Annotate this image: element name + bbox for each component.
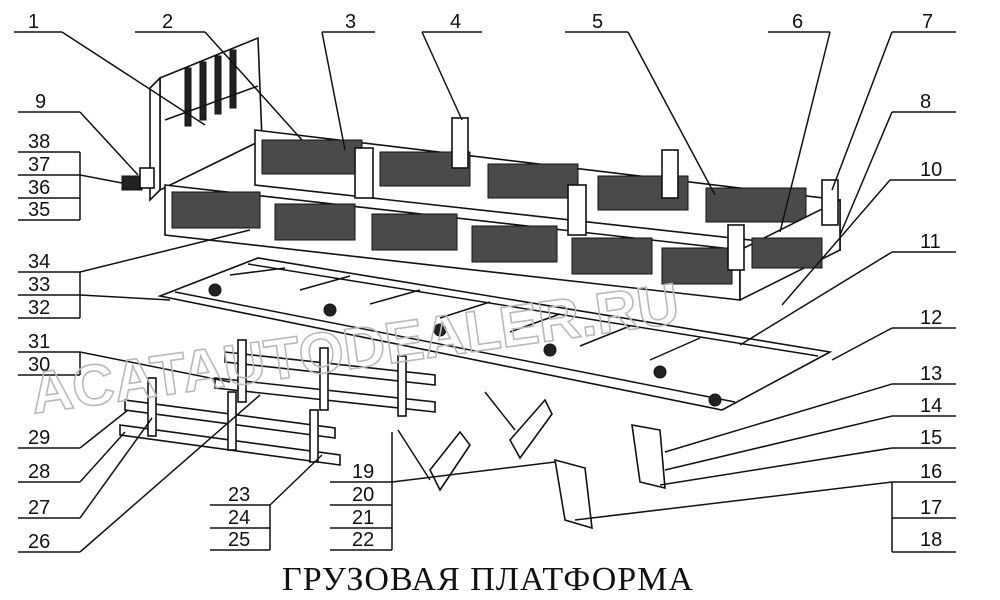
- callout-16: 16: [920, 461, 942, 483]
- callout-5: 5: [592, 11, 603, 33]
- callout-28: 28: [28, 461, 50, 483]
- callout-1: 1: [28, 11, 39, 33]
- callout-10: 10: [920, 159, 942, 181]
- callout-36: 36: [28, 177, 50, 199]
- callout-30: 30: [28, 354, 50, 376]
- callout-9: 9: [35, 91, 46, 113]
- callout-32: 32: [28, 297, 50, 319]
- callout-11: 11: [920, 231, 941, 253]
- callout-14: 14: [920, 395, 942, 417]
- callout-7: 7: [922, 11, 933, 33]
- callout-15: 15: [920, 427, 942, 449]
- callout-23: 23: [228, 484, 250, 506]
- callout-12: 12: [920, 307, 942, 329]
- callout-13: 13: [920, 363, 942, 385]
- side-board-right: [164, 184, 841, 302]
- callout-25: 25: [228, 529, 250, 551]
- callout-37: 37: [28, 154, 50, 176]
- callout-6: 6: [792, 11, 803, 33]
- callout-2: 2: [162, 11, 173, 33]
- latch-parts: [121, 167, 155, 191]
- front-board: [149, 36, 263, 202]
- callout-4: 4: [450, 11, 461, 33]
- callout-33: 33: [28, 274, 50, 296]
- callout-34: 34: [28, 251, 50, 273]
- callout-27: 27: [28, 497, 50, 519]
- callout-24: 24: [228, 507, 250, 529]
- rear-bumper: [119, 377, 341, 466]
- callout-17: 17: [920, 497, 942, 519]
- callout-3: 3: [345, 11, 356, 33]
- brackets: [397, 391, 666, 530]
- callout-8: 8: [920, 91, 931, 113]
- leader-lines: [14, 31, 956, 553]
- callout-35: 35: [28, 199, 50, 221]
- diagram-title: ГРУЗОВАЯ ПЛАТФОРМА: [282, 561, 694, 598]
- callout-26: 26: [28, 531, 50, 553]
- callout-29: 29: [28, 427, 50, 449]
- stakes: [354, 117, 839, 271]
- subframe: [214, 339, 436, 417]
- callout-38: 38: [28, 131, 50, 153]
- callout-18: 18: [920, 529, 942, 551]
- callout-20: 20: [352, 484, 374, 506]
- callout-31: 31: [28, 331, 50, 353]
- callout-21: 21: [352, 507, 374, 529]
- floor-frame: [157, 257, 833, 411]
- callout-19: 19: [352, 461, 374, 483]
- callout-22: 22: [352, 529, 374, 551]
- callout-labels: 1 2 3 4 5 6 7 8 9 10 11 12 13 14 15 16 1…: [28, 11, 942, 553]
